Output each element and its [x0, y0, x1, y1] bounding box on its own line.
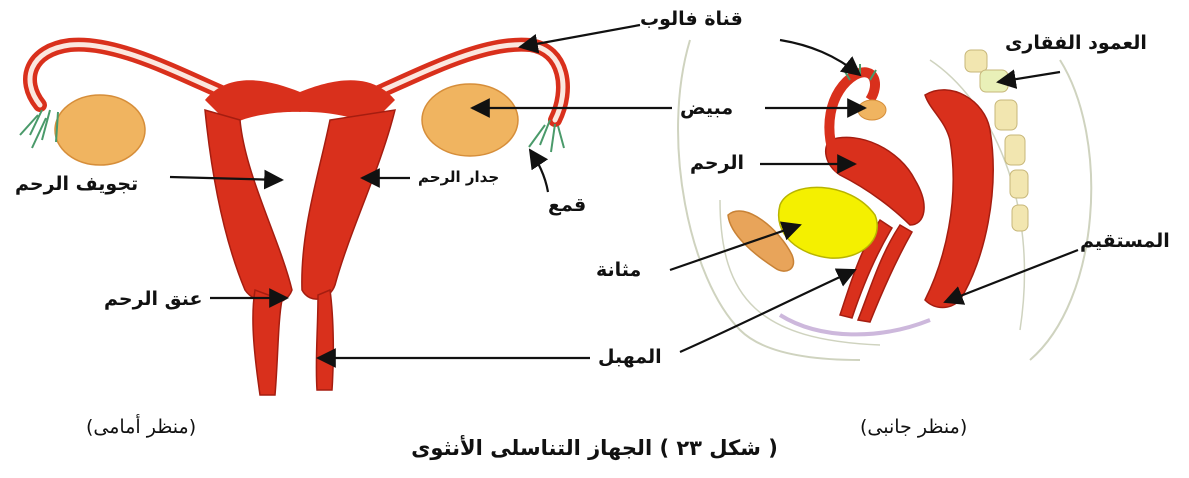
vagina-left — [253, 290, 282, 395]
ovary-right — [422, 84, 518, 156]
label-ovary: مبيض — [680, 99, 733, 118]
bladder — [779, 187, 878, 258]
front-view-title: (منظر أمامى) — [86, 418, 196, 437]
label-cervix: عنق الرحم — [104, 290, 203, 309]
uterine-wall-right — [302, 110, 395, 299]
side-view-title: (منظر جانبى) — [860, 418, 967, 437]
ovary-side — [858, 100, 886, 120]
label-vagina: المهبل — [598, 348, 662, 367]
label-uterine-cavity: تجويف الرحم — [15, 175, 138, 194]
front-view-illustration — [20, 45, 564, 395]
ovary-left — [55, 95, 145, 165]
figure-caption: ( شكل ٢٣ ) الجهاز التناسلى الأنثوى — [0, 436, 1189, 460]
label-uterus: الرحم — [690, 154, 744, 173]
label-uterine-wall: جدار الرحم — [418, 170, 499, 185]
label-fimbriae: قمع — [548, 196, 586, 215]
label-bladder: مثانة — [596, 261, 641, 280]
label-spine: العمود الفقارى — [1005, 34, 1147, 53]
label-fallopian-tube: قناة فالوب — [640, 10, 743, 29]
vagina-right — [316, 290, 333, 390]
uterine-wall-left — [205, 110, 292, 303]
side-view-illustration — [678, 40, 1091, 360]
fimbriae-left — [20, 110, 58, 148]
label-rectum: المستقيم — [1080, 232, 1170, 251]
rectum — [925, 90, 993, 308]
